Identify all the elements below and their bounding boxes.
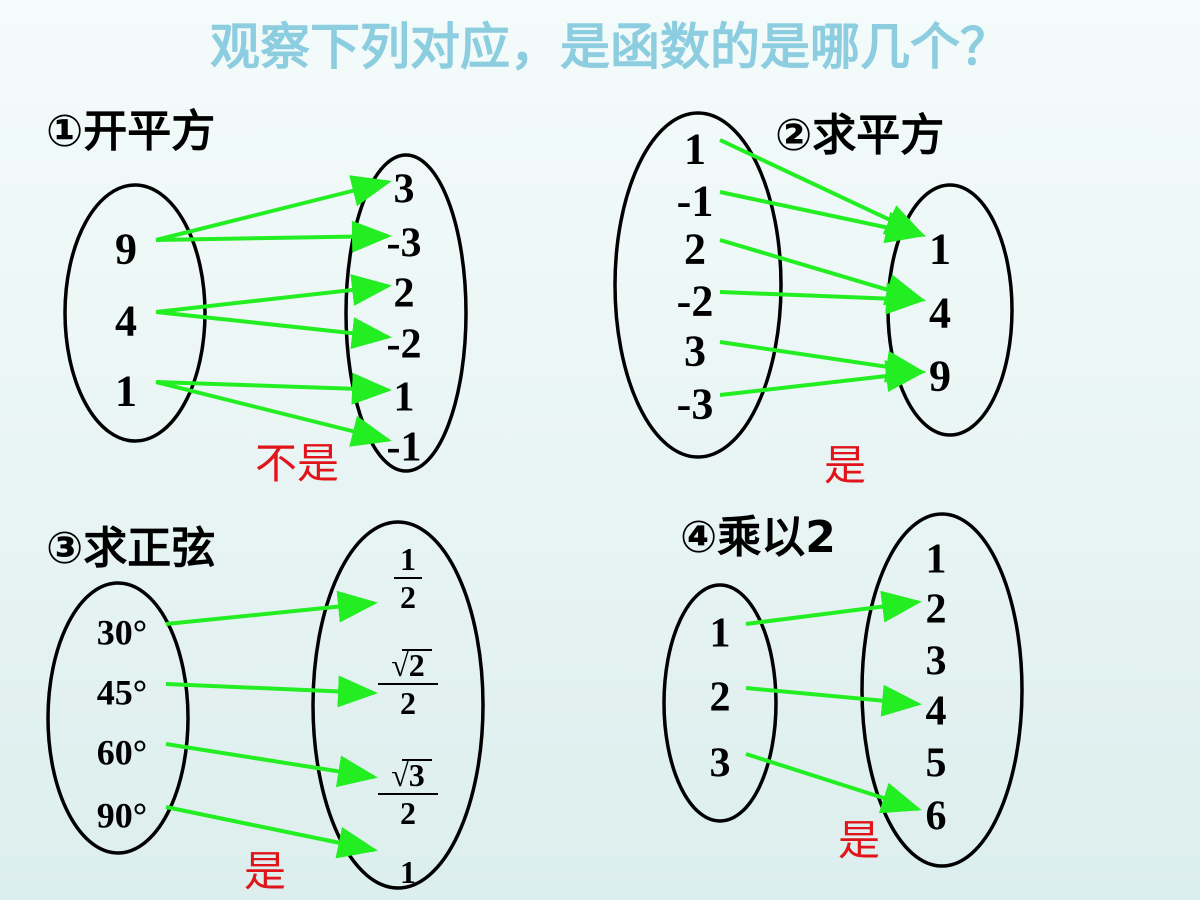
domain-oval — [63, 183, 207, 443]
panel-heading: ②求平方 — [775, 110, 944, 161]
mapping-arrow — [165, 805, 378, 859]
verdict-label: 是 — [244, 847, 286, 896]
codomain-value: 2 — [926, 587, 947, 633]
codomain-value: 4 — [926, 689, 947, 735]
codomain-fraction: 12 — [394, 541, 422, 615]
mapping-arrow — [719, 190, 926, 244]
domain-value: 4 — [115, 296, 137, 345]
codomain-value: 1 — [394, 375, 415, 421]
domain-value: 60° — [97, 733, 147, 773]
codomain-oval — [860, 512, 1024, 868]
fraction-denominator: 2 — [400, 685, 416, 721]
domain-value: 3 — [684, 326, 706, 375]
mapping-arrow — [165, 742, 378, 788]
mapping-arrow — [165, 590, 378, 626]
codomain-value: 1 — [400, 854, 416, 890]
codomain-value: 3 — [394, 167, 415, 213]
mapping-arrow — [719, 282, 926, 315]
mapping-arrow — [155, 372, 392, 405]
mapping-arrow — [155, 380, 392, 447]
codomain-oval — [311, 520, 485, 890]
codomain-value: 9 — [929, 351, 951, 400]
mapping-arrow — [745, 590, 922, 626]
mapping-arrow — [745, 752, 922, 814]
panel-heading: ③求正弦 — [46, 523, 215, 574]
panel-heading: ④乘以2 — [680, 512, 836, 563]
fraction-numerator: 1 — [400, 541, 416, 577]
codomain-value: 6 — [926, 794, 947, 840]
codomain-value: -2 — [387, 322, 422, 368]
fraction-denominator: 2 — [400, 795, 416, 831]
codomain-value: 2 — [394, 271, 415, 317]
domain-oval — [662, 583, 778, 823]
domain-value: 1 — [684, 124, 706, 173]
fraction-numerator: √2 — [391, 647, 425, 683]
mapping-arrow — [155, 220, 392, 253]
panel-heading: ①开平方 — [46, 106, 215, 157]
domain-value: -1 — [677, 176, 714, 225]
domain-value: -2 — [677, 276, 714, 325]
mapping-arrow — [155, 274, 392, 314]
codomain-oval — [344, 153, 468, 473]
codomain-fraction: √22 — [378, 647, 438, 721]
domain-oval — [46, 581, 190, 855]
domain-value: 45° — [97, 673, 147, 713]
fraction-denominator: 2 — [400, 579, 416, 615]
domain-value: 90° — [97, 796, 147, 836]
domain-value: 30° — [97, 613, 147, 653]
codomain-fraction: √32 — [378, 757, 438, 831]
fraction-numerator: √3 — [391, 757, 425, 793]
domain-value: 2 — [684, 224, 706, 273]
verdict-label: 不是 — [255, 439, 339, 488]
mapping-arrow — [155, 310, 392, 350]
codomain-value: 5 — [926, 741, 947, 787]
mapping-arrow — [719, 360, 926, 397]
domain-value: 3 — [710, 741, 731, 787]
codomain-value: 1 — [929, 224, 951, 273]
domain-value: -3 — [677, 379, 714, 428]
domain-oval — [613, 111, 783, 459]
codomain-value: 3 — [926, 639, 947, 685]
mapping-arrow — [745, 684, 922, 717]
panel-sine: ③求正弦 30°45°60°90°12√22√321 是 — [46, 520, 485, 896]
codomain-value: -3 — [387, 221, 422, 267]
domain-value: 1 — [710, 611, 731, 657]
codomain-value: 1 — [926, 537, 947, 583]
verdict-label: 是 — [824, 441, 866, 490]
mapping-arrow — [155, 175, 392, 242]
domain-value: 2 — [710, 675, 731, 721]
codomain-value: -1 — [387, 425, 422, 471]
mapping-arrow — [165, 675, 378, 708]
verdict-label: 是 — [838, 816, 880, 865]
domain-value: 1 — [115, 366, 137, 415]
page-title: 观察下列对应，是函数的是哪几个？ — [210, 18, 1010, 76]
codomain-value: 4 — [929, 288, 951, 337]
domain-value: 9 — [115, 224, 137, 273]
